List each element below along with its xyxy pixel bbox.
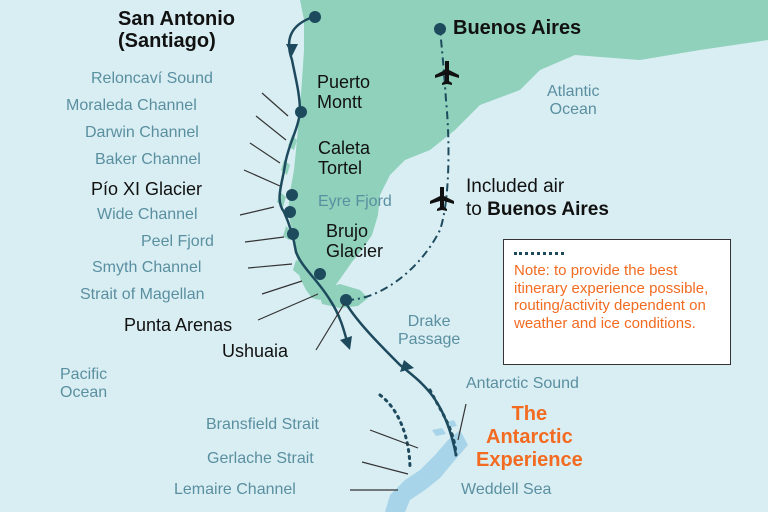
south-shetland-islands	[432, 420, 457, 436]
route-arrow-north	[286, 44, 298, 56]
label-leader-lines	[239, 92, 467, 491]
included-air-destination: Buenos Aires	[487, 198, 609, 220]
route-arrow-drake-south	[340, 336, 352, 350]
port-label-punta-arenas: Punta Arenas	[124, 315, 233, 335]
port-label-pio-xi-glacier: Pío XI Glacier	[91, 179, 203, 199]
region-title-line: Antarctic	[486, 426, 573, 448]
port-label-line: Montt	[317, 91, 363, 112]
port-label-line: Tortel	[318, 157, 363, 178]
port-marker-icon	[309, 11, 321, 23]
waterway-label-wide-channel: Wide Channel	[97, 206, 198, 223]
ocean-label-line: Atlantic	[547, 83, 600, 100]
region-title-line: The	[511, 403, 548, 425]
waterway-label-smyth-channel: Smyth Channel	[92, 259, 202, 276]
waterway-label-baker-channel: Baker Channel	[95, 151, 201, 168]
port-marker-icon	[286, 189, 298, 201]
waterway-label-line: Drake	[407, 313, 451, 330]
included-air-line1: Included air	[466, 176, 565, 197]
port-label-line: Puerto	[317, 72, 371, 92]
ocean-label-line: Ocean	[549, 100, 597, 118]
route-arrow-drake-north	[400, 360, 414, 372]
waterway-label-gerlache-strait: Gerlache Strait	[207, 450, 314, 467]
waterway-label-lemaire-channel: Lemaire Channel	[174, 481, 296, 498]
waterway-label-antarctic-sound: Antarctic Sound	[466, 375, 579, 392]
ocean-label-atlantic: Atlantic Ocean	[547, 83, 599, 118]
waterway-label-eyre-fjord: Eyre Fjord	[318, 193, 392, 210]
port-marker-icon	[434, 23, 446, 35]
port-label-line: Glacier	[326, 240, 384, 261]
port-label-buenos-aires: Buenos Aires	[453, 17, 582, 39]
region-title-line: Experience	[476, 449, 583, 471]
port-label-ushuaia: Ushuaia	[222, 341, 289, 361]
port-label-line: Caleta	[318, 138, 371, 158]
waterway-label-peel-fjord: Peel Fjord	[141, 233, 214, 250]
routing-note-box: Note: to provide the best itinerary expe…	[503, 239, 731, 365]
port-label-line: (Santiago)	[118, 30, 216, 52]
port-label-san-antonio: San Antonio (Santiago)	[118, 8, 235, 52]
port-label-line: Brujo	[326, 221, 369, 241]
region-title-antarctic-experience: The Antarctic Experience	[476, 403, 583, 472]
port-marker-icon	[340, 294, 352, 306]
port-marker-icon	[284, 206, 296, 218]
waterway-label-strait-of-magellan: Strait of Magellan	[80, 286, 205, 303]
waterway-label-weddell-sea: Weddell Sea	[461, 481, 552, 498]
port-label-line: San Antonio	[118, 8, 236, 30]
antarctic-dotted-route	[378, 388, 458, 472]
waterway-label-moraleda-channel: Moraleda Channel	[66, 97, 197, 114]
routing-note-text: Note: to provide the best itinerary expe…	[514, 262, 709, 333]
waterway-label-bransfield-strait: Bransfield Strait	[206, 416, 319, 433]
antarctic-peninsula	[385, 430, 468, 512]
included-air-line2: to Buenos Aires	[466, 199, 609, 222]
airplane-icon	[435, 61, 459, 85]
air-route	[345, 28, 450, 301]
port-label-caleta-tortel: Caleta Tortel	[318, 138, 371, 179]
south-america-land	[288, 0, 768, 300]
port-marker-icon	[314, 268, 326, 280]
ocean-label-line: Pacific	[60, 366, 108, 383]
port-marker-icon	[295, 106, 307, 118]
waterway-label-reloncavi-sound: Reloncaví Sound	[91, 70, 213, 87]
included-air-label: Included air to Buenos Aires	[466, 176, 609, 222]
waterway-label-drake-passage: Drake Passage	[398, 313, 460, 348]
port-label-puerto-montt: Puerto Montt	[317, 72, 371, 113]
port-markers	[284, 11, 446, 306]
waterway-label-line: Passage	[398, 330, 461, 348]
ocean-label-line: Ocean	[60, 383, 108, 401]
waterway-label-darwin-channel: Darwin Channel	[85, 124, 199, 141]
port-marker-icon	[287, 228, 299, 240]
port-label-brujo-glacier: Brujo Glacier	[326, 221, 384, 262]
included-air-prefix: to	[466, 198, 488, 220]
airplane-icon	[430, 187, 454, 211]
ocean-label-pacific: Pacific Ocean	[60, 366, 107, 401]
dotted-route-legend	[514, 252, 564, 255]
